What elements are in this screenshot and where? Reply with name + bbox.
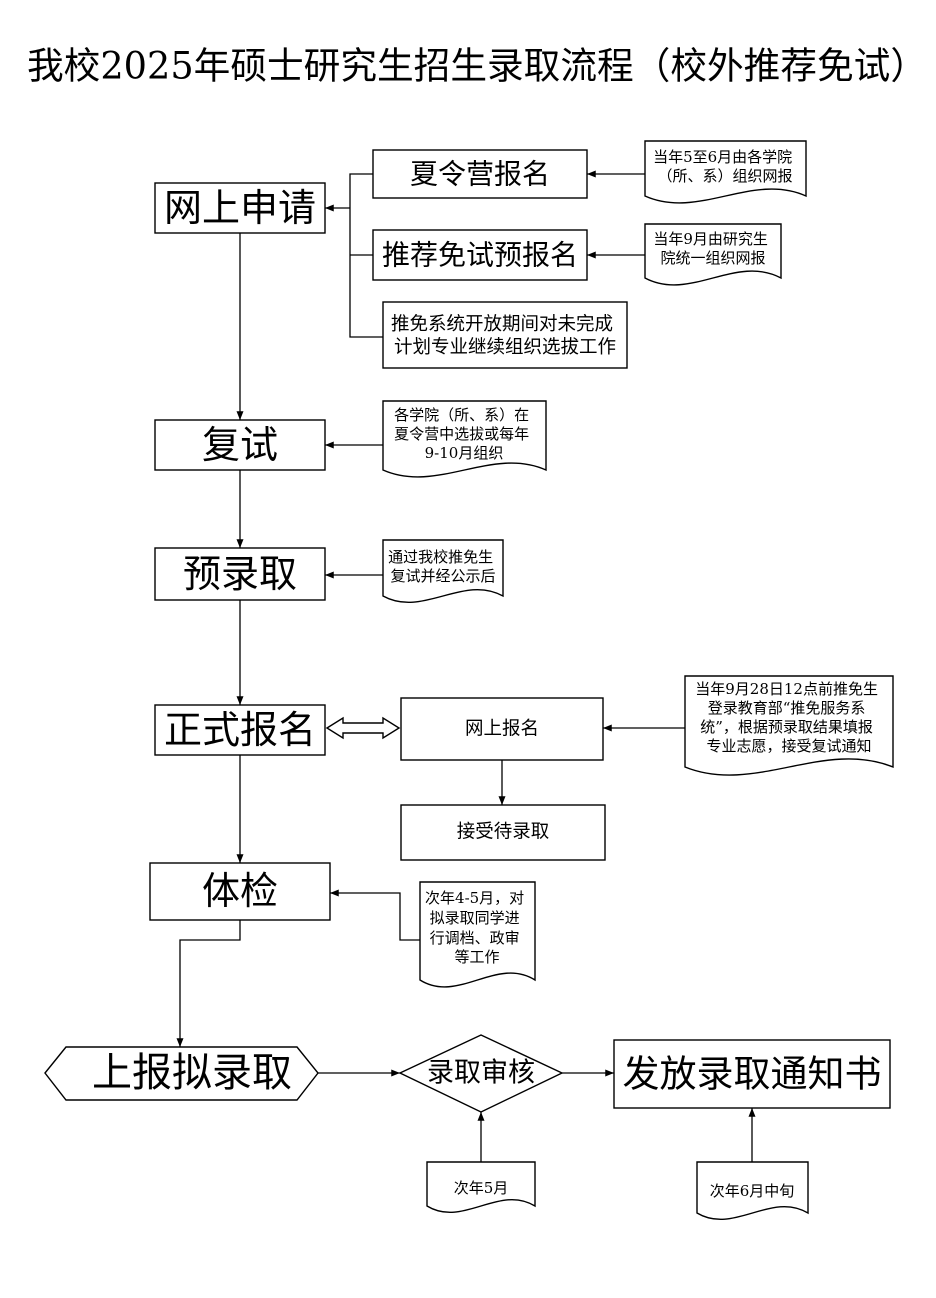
- note-line: 当年5至6月由各学院: [653, 148, 792, 166]
- step-retest-box: [154, 419, 326, 471]
- substep-accept-admission-label: 接受待录取: [457, 822, 550, 843]
- note-pre-admission-text: 通过我校推免生 复试并经公示后: [388, 548, 498, 585]
- channel-continued-selection-label: 推免系统开放期间对未完成 计划专业继续组织选拔工作: [391, 314, 619, 358]
- step-online-application-box: [154, 182, 326, 234]
- step-online-application: 网上申请: [154, 182, 326, 234]
- note-summer-camp: 当年5至6月由各学院 （所、系）组织网报: [644, 140, 807, 204]
- step-report-admission-label: 上报拟录取: [92, 1050, 292, 1096]
- channel-summer-camp-label: 夏令营报名: [410, 158, 550, 191]
- note-online-registration: 当年9月28日12点前推免生 登录教育部“推免服务系 统”，根据预录取结果填报 …: [684, 675, 894, 776]
- step-retest: 复试: [154, 419, 326, 471]
- page-title: 我校2025年硕士研究生招生录取流程（校外推荐免试）: [27, 45, 927, 88]
- note-summer-camp-document: [644, 140, 807, 204]
- note-line: 当年9月28日12点前推免生: [695, 680, 878, 698]
- channel-pre-registration: 推荐免试预报名: [372, 229, 588, 281]
- note-line: （所、系）组织网报: [657, 167, 792, 185]
- step-admission-review-label: 录取审核: [427, 1058, 535, 1089]
- channel-summer-camp: 夏令营报名: [372, 149, 588, 199]
- note-pre-registration-document: [644, 223, 782, 286]
- note-line: 夏令营中选拔或每年: [394, 425, 529, 443]
- step-issue-notice: 发放录取通知书: [613, 1039, 891, 1109]
- note-physical-exam: 次年4-5月，对 拟录取同学进 行调档、政审 等工作: [419, 881, 536, 988]
- note-retest-document: [382, 400, 547, 478]
- note-online-registration-text: 当年9月28日12点前推免生 登录教育部“推免服务系 统”，根据预录取结果填报 …: [695, 680, 883, 755]
- step-physical-exam: 体检: [149, 862, 331, 921]
- note-line: 9-10月组织: [425, 444, 504, 462]
- note-line: 行调档、政审: [430, 929, 520, 947]
- note-line: 统”，根据预录取结果填报: [700, 718, 873, 736]
- note-line: 各学院（所、系）在: [394, 406, 529, 424]
- note-physical-exam-document: [419, 881, 536, 988]
- note-line: 院统一组织网报: [660, 249, 765, 267]
- note-issue-notice: 次年6月中旬: [696, 1161, 809, 1220]
- note-retest: 各学院（所、系）在 夏令营中选拔或每年 9-10月组织: [382, 400, 547, 478]
- arrow-note-to-physical-exam: [330, 889, 420, 941]
- channel-continued-selection: 推免系统开放期间对未完成 计划专业继续组织选拔工作: [382, 301, 628, 369]
- double-arrow-registration-link: [325, 716, 401, 740]
- step-formal-registration-label: 正式报名: [164, 708, 316, 752]
- channel-continued-selection-box: [382, 301, 628, 369]
- step-admission-review: 录取审核: [398, 1034, 564, 1113]
- channel-continued-selection-line: 推免系统开放期间对未完成: [391, 314, 613, 335]
- note-pre-admission: 通过我校推免生 复试并经公示后: [382, 539, 504, 604]
- step-issue-notice-label: 发放录取通知书: [623, 1053, 882, 1096]
- step-retest-label: 复试: [202, 423, 278, 467]
- step-pre-admission: 预录取: [154, 547, 326, 601]
- note-physical-exam-text: 次年4-5月，对 拟录取同学进 行调档、政审 等工作: [425, 889, 529, 966]
- substep-online-registration: 网上报名: [400, 697, 604, 761]
- substep-online-registration-label: 网上报名: [465, 719, 539, 740]
- note-issue-notice-document: [696, 1161, 809, 1220]
- substep-accept-admission-box: [400, 804, 606, 861]
- note-online-registration-document: [684, 675, 894, 776]
- substep-accept-admission: 接受待录取: [400, 804, 606, 861]
- note-line: 拟录取同学进: [430, 909, 520, 927]
- note-line: 复试并经公示后: [390, 567, 495, 585]
- note-admission-review-document: [426, 1161, 536, 1213]
- channel-pre-registration-box: [372, 229, 588, 281]
- note-pre-admission-document: [382, 539, 504, 604]
- step-formal-registration: 正式报名: [154, 704, 326, 756]
- channel-summer-camp-box: [372, 149, 588, 199]
- note-line: 等工作: [454, 948, 499, 966]
- note-line: 登录教育部“推免服务系: [708, 699, 866, 717]
- note-retest-text: 各学院（所、系）在 夏令营中选拔或每年 9-10月组织: [394, 406, 534, 462]
- channel-pre-registration-label: 推荐免试预报名: [382, 239, 578, 272]
- note-admission-review-text: 次年5月: [454, 1179, 509, 1197]
- step-physical-exam-label: 体检: [202, 869, 278, 913]
- step-pre-admission-label: 预录取: [183, 552, 297, 596]
- arrow-physical-exam-to-report: [176, 920, 241, 1047]
- note-issue-notice-text: 次年6月中旬: [710, 1182, 795, 1200]
- note-admission-review: 次年5月: [426, 1161, 536, 1213]
- channel-continued-selection-line: 计划专业继续组织选拔工作: [394, 337, 616, 358]
- note-line: 次年4-5月，对: [425, 889, 524, 907]
- step-report-admission: 上报拟录取: [44, 1046, 319, 1101]
- note-line: 通过我校推免生: [388, 548, 493, 566]
- note-summer-camp-text: 当年5至6月由各学院 （所、系）组织网报: [653, 148, 797, 185]
- note-line: 当年9月由研究生: [653, 230, 768, 248]
- note-pre-registration: 当年9月由研究生 院统一组织网报: [644, 223, 782, 286]
- step-formal-registration-box: [154, 704, 326, 756]
- step-online-application-label: 网上申请: [164, 186, 316, 230]
- note-line: 专业志愿，接受复试通知: [706, 737, 871, 755]
- note-pre-registration-text: 当年9月由研究生 院统一组织网报: [653, 230, 772, 267]
